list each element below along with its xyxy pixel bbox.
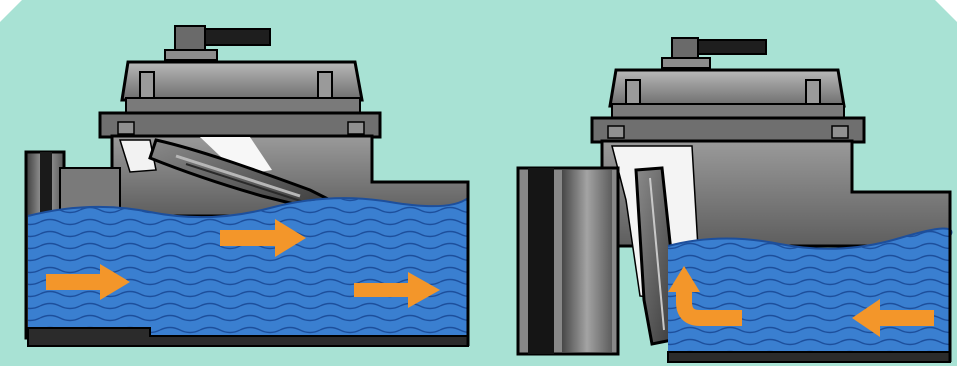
left-valve-open	[24, 25, 470, 347]
flow-right-arrow-icon	[46, 264, 130, 300]
handle-lever-icon	[695, 39, 767, 55]
flow-right-arrow-icon	[354, 272, 440, 308]
left-collar	[528, 168, 554, 354]
flow-right-arrow-icon	[220, 219, 306, 257]
flap-gap-light	[200, 137, 272, 175]
closed-flap-icon	[634, 166, 678, 346]
left-water	[28, 198, 468, 336]
u-turn-arrow-icon	[668, 266, 742, 326]
valve-flange	[98, 111, 382, 139]
handle-lever-icon	[203, 28, 271, 46]
valve-cap	[120, 60, 364, 102]
valve-flange	[590, 116, 866, 144]
flow-left-arrow-icon	[852, 299, 934, 337]
right-valve-closed	[516, 37, 953, 363]
